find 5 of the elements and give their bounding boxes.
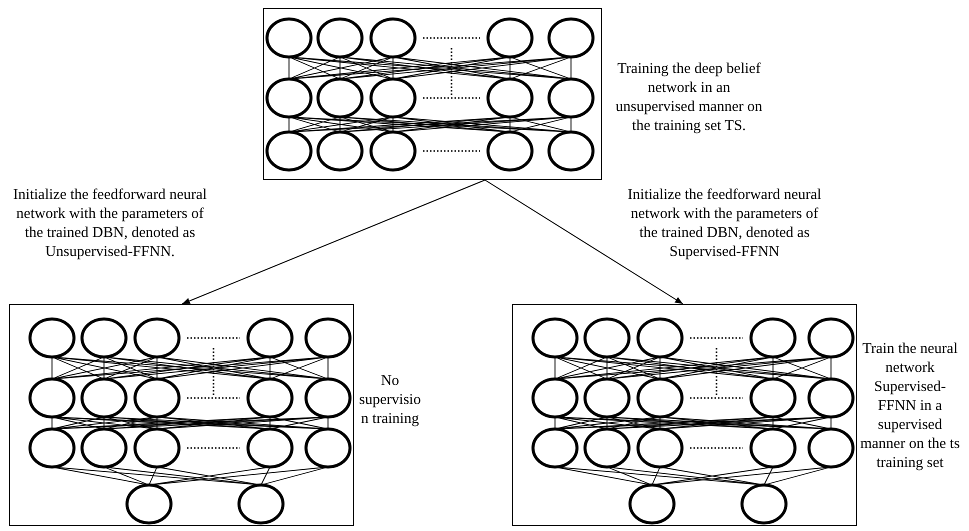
arrow [182, 180, 486, 304]
annotation-text: Train the neural network Supervised-FFNN in a supervised manner on the ts training set [860, 340, 960, 473]
annotation-text: No supervision training [358, 372, 422, 429]
annotation-text: Training the deep belief network in an unsupervised manner on the training set TS. [614, 60, 764, 136]
arrow [484, 180, 684, 304]
